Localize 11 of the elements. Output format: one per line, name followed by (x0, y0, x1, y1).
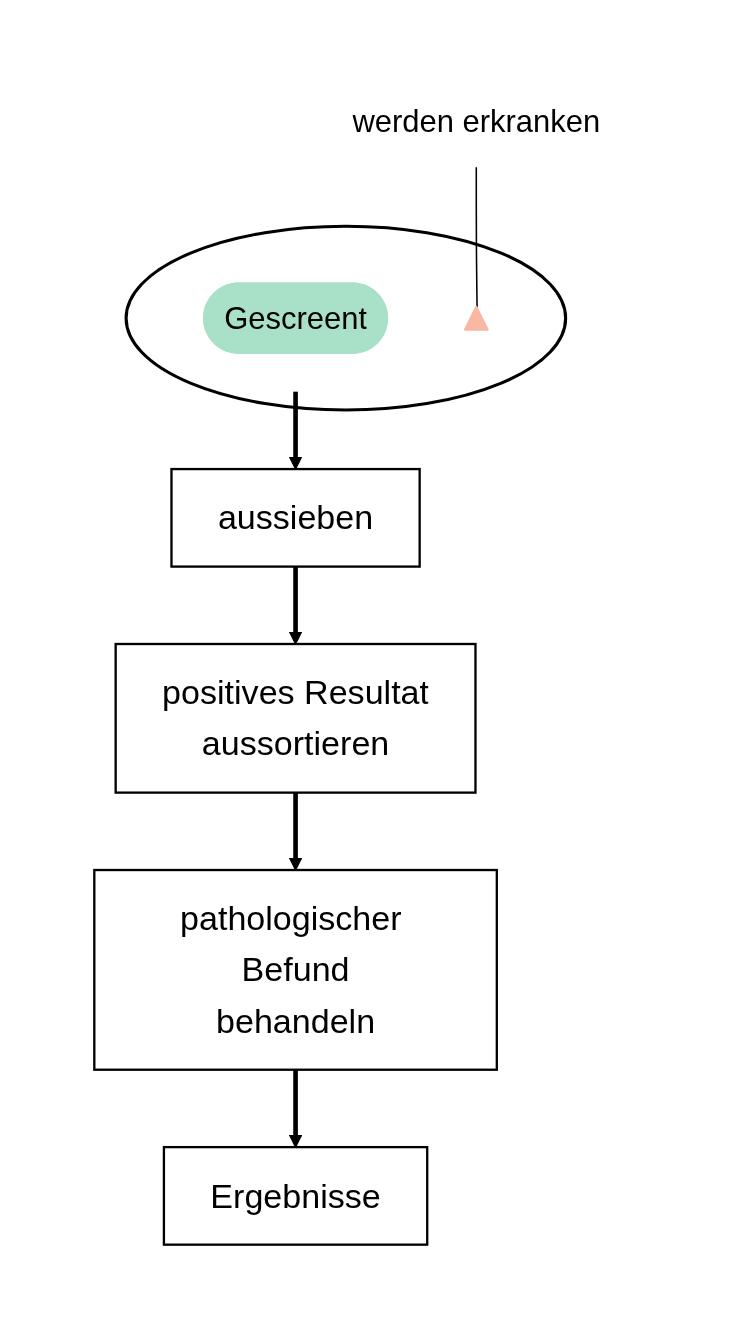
arrow (288, 1069, 302, 1148)
node-box: positives Resultat aussortieren (114, 642, 477, 794)
node-box: aussieben (169, 467, 421, 568)
node-box: Ergebnisse (162, 1146, 428, 1246)
node-box: pathologischer Befund behandeln (92, 868, 498, 1071)
arrow (288, 391, 302, 470)
cluster (124, 224, 567, 412)
arrow (288, 566, 302, 645)
node-text: werden erkranken (351, 103, 600, 138)
connector (475, 166, 478, 309)
arrow (288, 792, 302, 871)
